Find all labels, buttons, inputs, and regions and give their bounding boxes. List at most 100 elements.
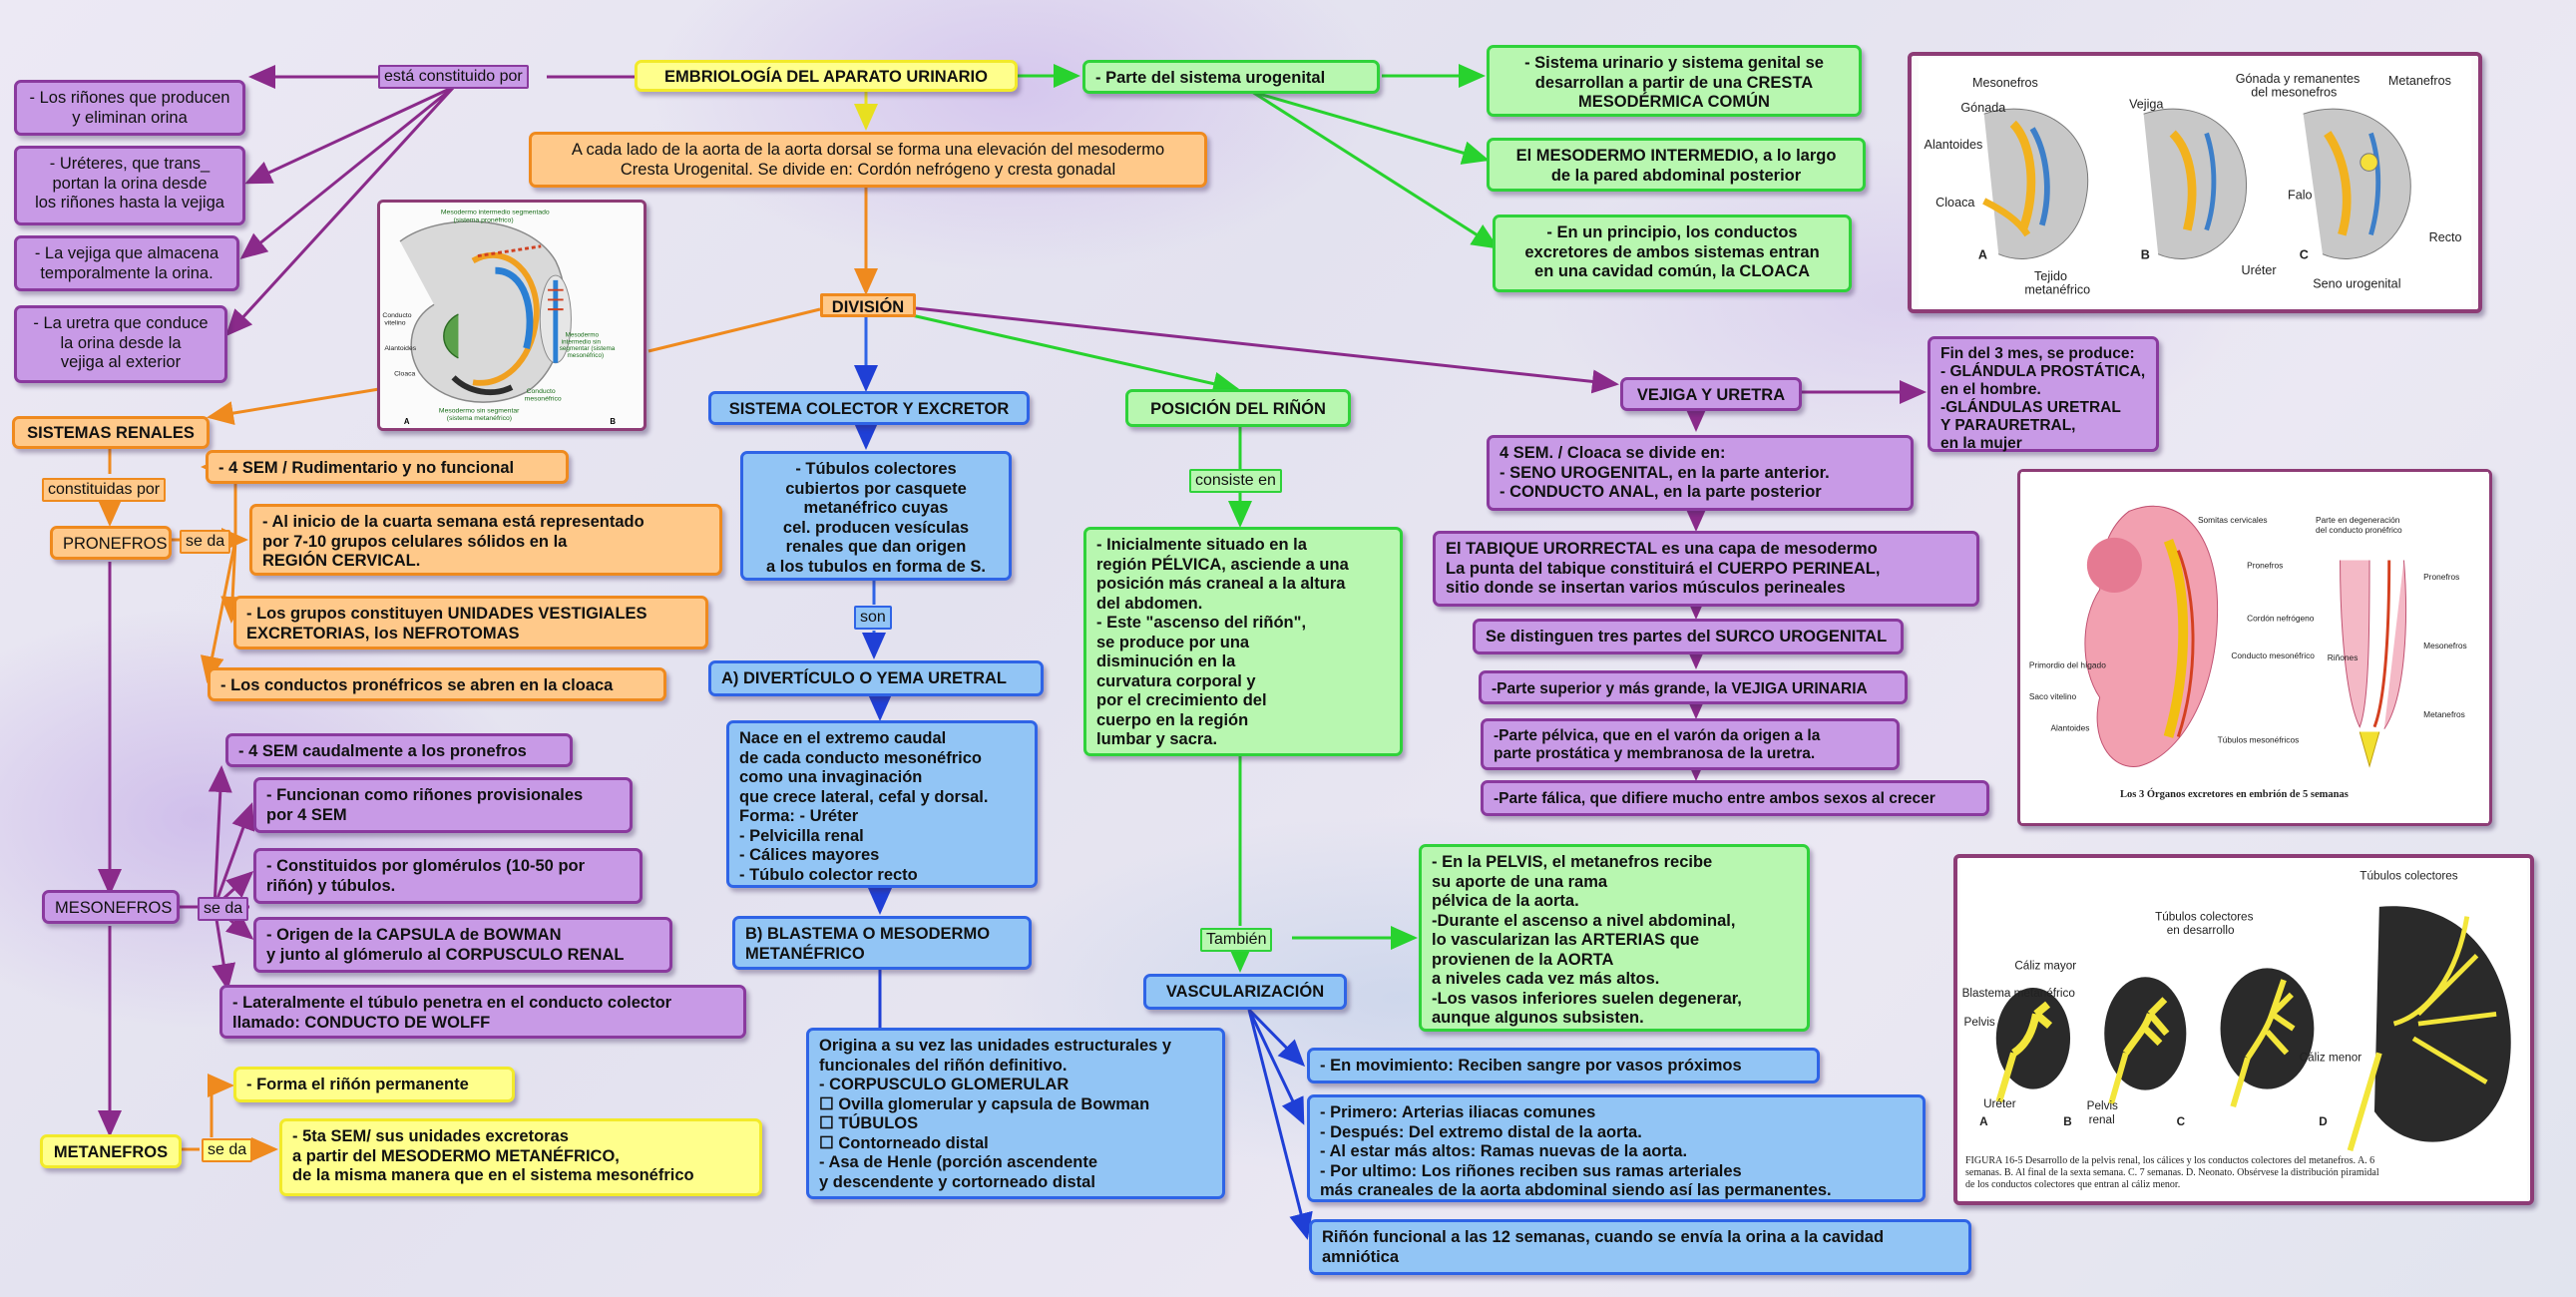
position-desc: - Inicialmente situado en la región PÉLV… <box>1083 527 1403 756</box>
metanefros-item-2: - 5ta SEM/ sus unidades excretoras a par… <box>279 1118 762 1196</box>
fig4-label-10: B <box>2063 1115 2071 1128</box>
fig3-label-5: Conducto mesonéfrico <box>2231 650 2315 660</box>
fig4-label-3: Cáliz mayor <box>2014 959 2076 972</box>
urogenital-item-1: - Sistema urinario y sistema genital se … <box>1487 45 1862 117</box>
fig2-label-11: Seno urogenital <box>2313 277 2400 291</box>
pronefros-node: PRONEFROS <box>50 526 172 560</box>
constituted-item-2: - Uréteres, que trans_ portan la orina d… <box>14 146 245 225</box>
fig3-label-13: Metanefros <box>2423 709 2465 719</box>
fig2-label-10: Uréter <box>2242 263 2277 277</box>
fig2-label-1: Mesonefros <box>1972 76 2038 90</box>
pronefros-link: se da <box>180 530 231 554</box>
fig4-label-1: Túbulos colectores <box>2360 870 2457 883</box>
bladder-month3: Fin del 3 mes, se produce: - GLÁNDULA PR… <box>1928 336 2159 452</box>
pronefros-item-2: - Al inicio de la cuarta semana está rep… <box>249 504 722 576</box>
fig3-label-11: Pronefros <box>2423 572 2459 582</box>
fig3-caption: Los 3 Órganos excretores en embrión de 5… <box>2120 789 2349 800</box>
fig2-label-15: C <box>2300 248 2309 262</box>
constituted-item-4: - La uretra que conduce la orina desde l… <box>14 305 227 383</box>
bladder-part-2: -Parte pélvica, que en el varón da orige… <box>1481 718 1900 770</box>
vascular-item-1: - En movimiento: Reciben sangre por vaso… <box>1307 1048 1820 1083</box>
position-link: consiste en <box>1189 469 1282 493</box>
collector-b-title: B) BLASTEMA O MESODERMO METANÉFRICO <box>732 916 1032 970</box>
fig3-label-4: Cordón nefrógeno <box>2247 613 2315 623</box>
fig2-label-8: Falo <box>2288 188 2313 202</box>
excretory-organs-figure: Somitas cervicales Parte en degeneración… <box>2017 469 2492 826</box>
mesonefros-item-1: - 4 SEM caudalmente a los pronefros <box>225 733 573 767</box>
constituted-item-1: - Los riñones que producen y eliminan or… <box>14 80 245 136</box>
urogenital-item-3: - En un principio, los conductos excreto… <box>1493 215 1852 292</box>
collector-b-desc: Origina a su vez las unidades estructura… <box>806 1028 1225 1199</box>
fig3-label-9: Túbulos mesonéfricos <box>2218 734 2300 744</box>
fig4-label-5: Pelvis <box>1964 1016 1995 1029</box>
fig2-label-2: Gónada <box>1960 101 2005 115</box>
pronefros-item-4: - Los conductos pronéfricos se abren en … <box>208 667 666 701</box>
collector-a-desc: Nace en el extremo caudal de cada conduc… <box>726 720 1038 888</box>
bladder-septum: El TABIQUE URORRECTAL es una capa de mes… <box>1433 531 1979 607</box>
fig2-label-4: Cloaca <box>1935 196 1974 210</box>
constituted-item-3: - La vejiga que almacena temporalmente l… <box>14 235 239 291</box>
fig4-label-6: Cáliz menor <box>2300 1051 2362 1064</box>
fig1-label-1: Mesodermo intermedio segmentado(sistema … <box>441 210 550 224</box>
fig3-label-6: Primordio del hígado <box>2029 660 2106 670</box>
fig2-label-14: B <box>2141 248 2150 262</box>
bladder-part-3: -Parte fálica, que difiere mucho entre a… <box>1481 780 1989 816</box>
fig1-label-8: A <box>404 417 410 426</box>
collector-title: SISTEMA COLECTOR Y EXCRETOR <box>708 391 1030 425</box>
collector-link: son <box>854 606 892 630</box>
bladder-cloaca: 4 SEM. / Cloaca se divide en: - SENO URO… <box>1487 435 1914 511</box>
bladder-title: VEJIGA Y URETRA <box>1620 377 1802 411</box>
urogenital-label: - Parte del sistema urogenital <box>1082 60 1380 94</box>
intro-box: A cada lado de la aorta de la aorta dors… <box>529 132 1207 188</box>
fig1-label-7: Mesodermo sin segmentar(sistema metanéfr… <box>439 407 520 422</box>
mesonefros-item-3: - Constituidos por glomérulos (10-50 por… <box>253 848 643 904</box>
mesonefros-item-2: - Funcionan como riñones provisionales p… <box>253 777 633 833</box>
position-also-desc: - En la PELVIS, el metanefros recibe su … <box>1419 844 1810 1032</box>
fig3-label-1: Somitas cervicales <box>2198 515 2268 525</box>
mesonefros-item-4: - Origen de la CAPSULA de BOWMAN y junto… <box>253 917 672 973</box>
vascular-item-2: - Primero: Arterias iliacas comunes - De… <box>1307 1094 1926 1202</box>
link-constituted-by: constituidas por <box>42 478 167 502</box>
page-title: EMBRIOLOGÍA DEL APARATO URINARIO <box>635 60 1018 92</box>
bladder-part-1: -Parte superior y más grande, la VEJIGA … <box>1479 670 1908 704</box>
vascular-item-3: Riñón funcional a las 12 semanas, cuando… <box>1309 1219 1971 1275</box>
fig4-label-4: Blastema metanéfrico <box>1962 987 2076 1000</box>
fig2-label-9: Recto <box>2429 230 2462 244</box>
fig3-label-3: Pronefros <box>2247 560 2283 570</box>
fig3-label-12: Mesonefros <box>2423 641 2467 650</box>
pronefros-item-1: - 4 SEM / Rudimentario y no funcional <box>206 450 569 484</box>
mesonefros-link: se da <box>198 897 249 921</box>
fig2-label-3: Alantoides <box>1925 138 1983 152</box>
fig4-label-7: Uréter <box>1983 1097 2016 1110</box>
metanefros-item-1: - Forma el riñón permanente <box>233 1067 515 1102</box>
fig4-label-11: C <box>2177 1115 2186 1128</box>
cloaca-figure: Mesonefros Gónada Alantoides Cloaca Veji… <box>1908 52 2482 313</box>
metanefros-link: se da <box>202 1138 253 1162</box>
fig3-label-8: Alantoides <box>2050 723 2089 733</box>
division-node: DIVISIÓN <box>820 293 916 317</box>
collector-a-title: A) DIVERTÍCULO O YEMA URETRAL <box>708 660 1044 696</box>
renal-systems-title: SISTEMAS RENALES <box>12 416 210 449</box>
fig4-label-9: A <box>1979 1115 1988 1128</box>
position-title: POSICIÓN DEL RIÑÓN <box>1125 389 1351 427</box>
fig1-label-4: Cloaca <box>394 370 415 377</box>
fig1-label-9: B <box>610 417 616 426</box>
urogenital-item-2: El MESODERMO INTERMEDIO, a lo largo de l… <box>1487 138 1866 192</box>
vascular-title: VASCULARIZACIÓN <box>1143 974 1347 1010</box>
fig2-label-7: Metanefros <box>2388 74 2451 88</box>
pronefros-item-3: - Los grupos constituyen UNIDADES VESTIG… <box>233 596 708 649</box>
fig2-label-13: A <box>1978 248 1987 262</box>
fig3-label-7: Saco vitelino <box>2029 691 2077 701</box>
mesonefros-item-5: - Lateralmente el túbulo penetra en el c… <box>219 985 746 1039</box>
fig2-label-5: Vejiga <box>2129 97 2163 111</box>
metanefros-node: METANEFROS <box>40 1134 182 1168</box>
fig1-label-3: Alantoides <box>384 345 416 352</box>
